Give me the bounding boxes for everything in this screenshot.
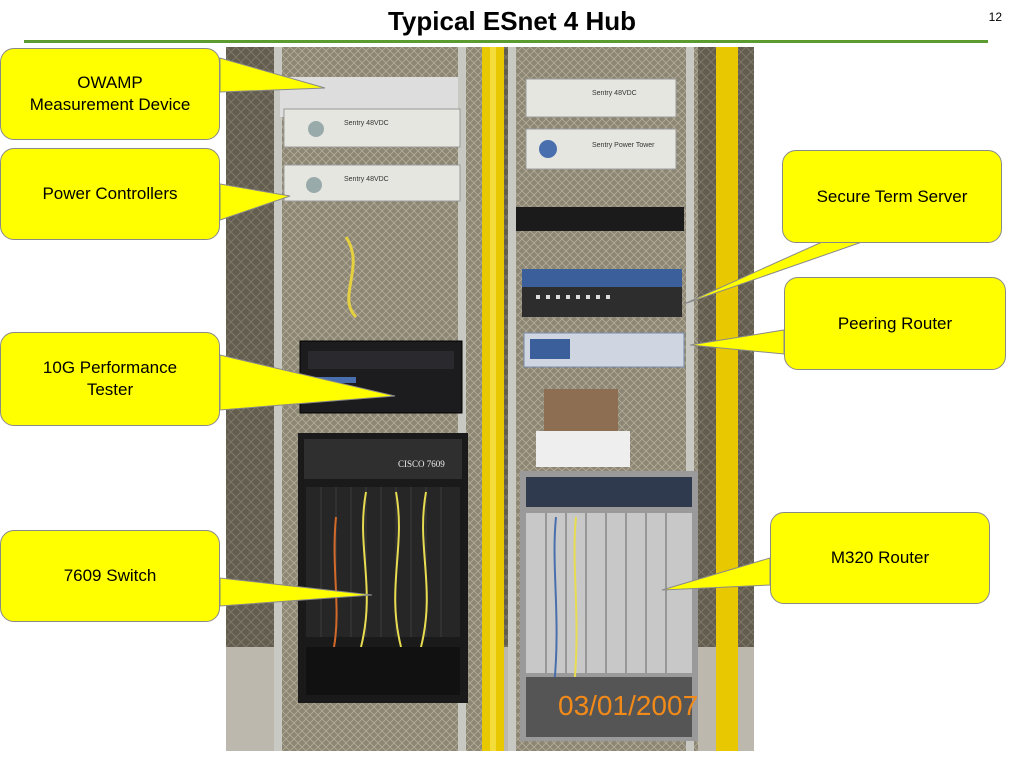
pdu-right-label-top: Sentry 48VDC [592,90,637,97]
power-supplies [306,647,460,695]
slide-title: Typical ESnet 4 Hub [387,6,636,36]
hub-rack-photo: Sentry 48VDC Sentry 48VDC CISCO 7609 Sen… [226,47,754,751]
page-number: 12 [988,10,1002,24]
callout-performance-tester: 10G Performance Tester [0,332,220,426]
box-white [536,431,630,467]
pdu-right-top [525,78,677,118]
callout-peering-router: Peering Router [784,277,1006,370]
photo-date-stamp: 03/01/2007 [558,690,698,721]
pdu-label-bottom: Sentry 48VDC [344,176,389,183]
term-server [516,207,684,231]
callout-m320-router: M320 Router [770,512,990,604]
chassis-label: CISCO 7609 [398,459,445,469]
pdu-label-top: Sentry 48VDC [344,120,389,127]
pdu-right-label-bottom: Sentry Power Tower [592,142,655,149]
callout-7609-switch: 7609 Switch [0,530,220,622]
title-divider [24,40,988,43]
callout-owamp: OWAMP Measurement Device [0,48,220,140]
box-brown [544,389,618,431]
callout-power-controllers: Power Controllers [0,148,220,240]
term-server-unit [522,269,682,287]
callout-secure-term-server: Secure Term Server [782,150,1002,243]
